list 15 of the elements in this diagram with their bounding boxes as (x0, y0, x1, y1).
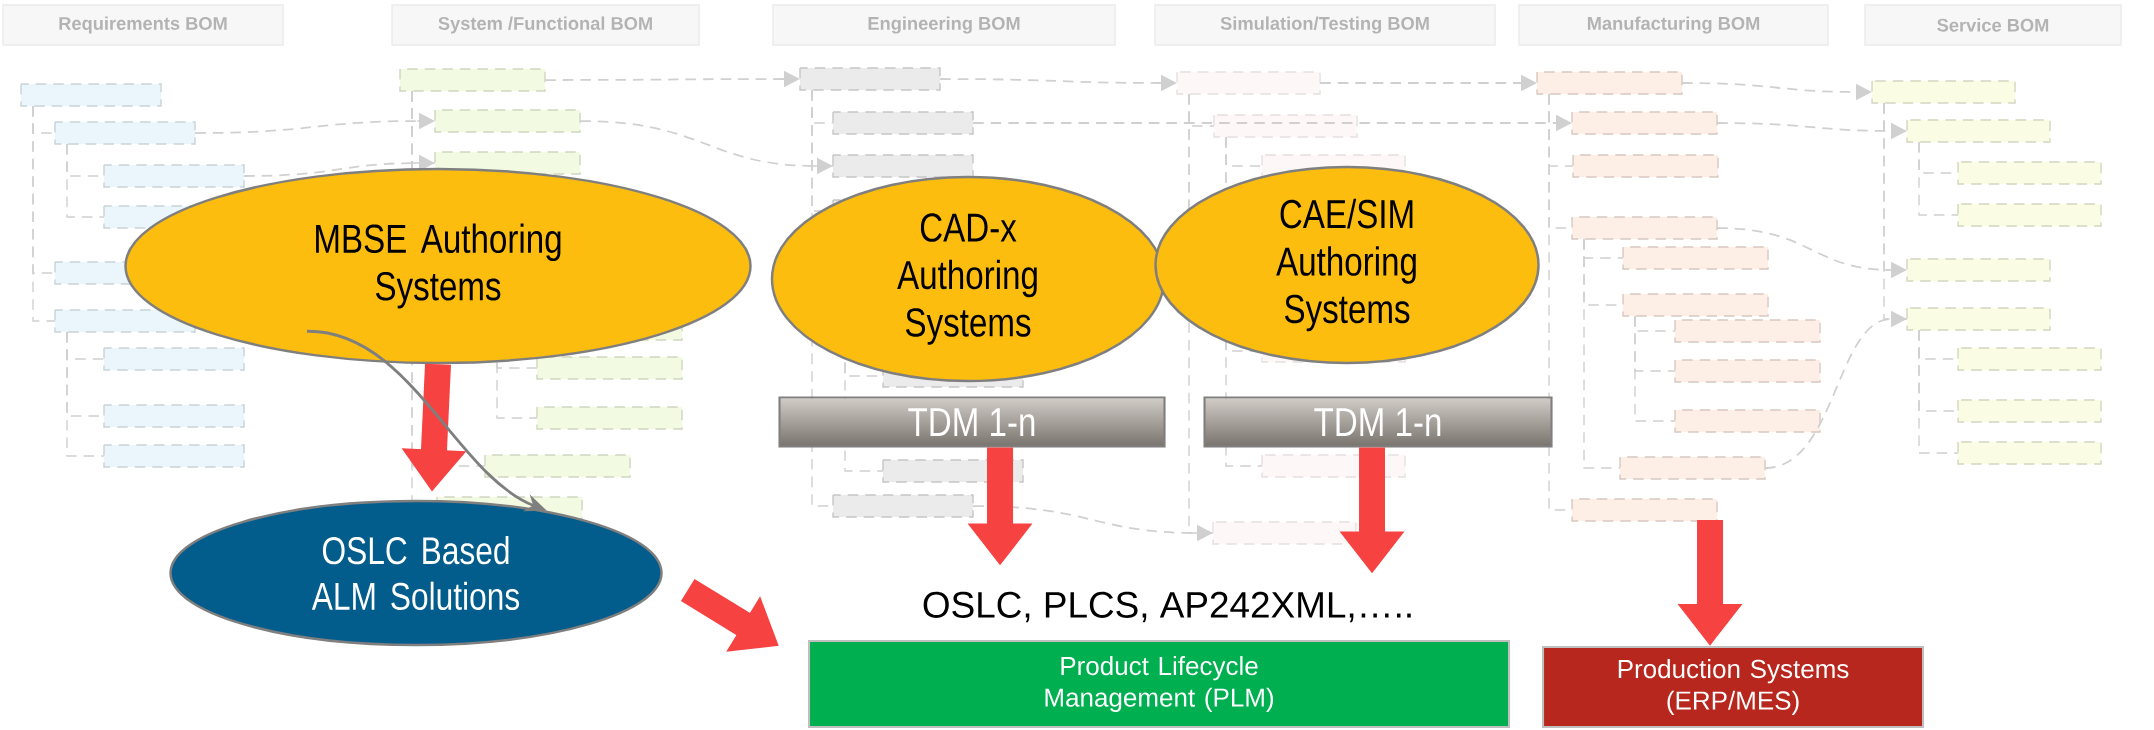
ellipse-node: CAD-x Authoring Systems (770, 175, 1166, 383)
system-box: Production Systems (ERP/MES) (1541, 645, 1925, 729)
column-header: Service BOM (1864, 4, 2122, 46)
column-header: Manufacturing BOM (1518, 4, 1829, 46)
column-header: Requirements BOM (2, 4, 284, 46)
system-box: Product Lifecycle Management (PLM) (807, 639, 1511, 729)
tdm-bar: TDM 1-n (1203, 396, 1553, 448)
column-header: Engineering BOM (772, 4, 1116, 46)
column-header: Simulation/Testing BOM (1154, 4, 1496, 46)
column-header: System /Functional BOM (391, 4, 700, 46)
ellipse-node: MBSE Authoring Systems (124, 167, 752, 365)
ellipse-node: CAE/SIM Authoring Systems (1154, 165, 1540, 365)
standards-text: OSLC, PLCS, AP242XML,….. (923, 591, 1411, 623)
ellipse-node: OSLC Based ALM Solutions (169, 499, 663, 647)
tdm-bar: TDM 1-n (778, 396, 1166, 448)
